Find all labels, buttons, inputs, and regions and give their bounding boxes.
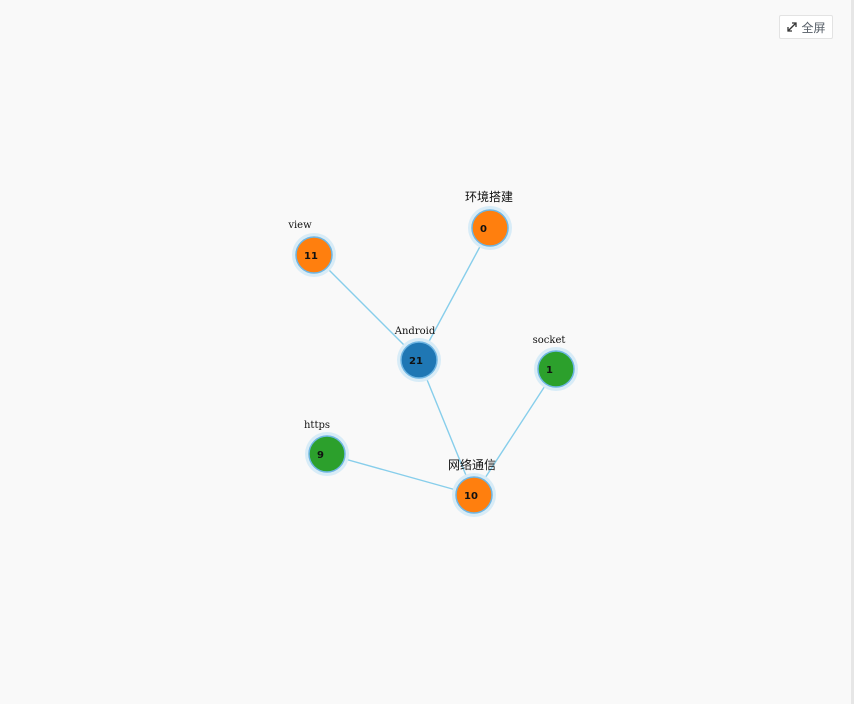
nodes-layer: 21 Android 0 环境搭建 11 view 10 网络通信 1 socket 9 https (287, 189, 578, 517)
fullscreen-button[interactable]: 全屏 (779, 15, 833, 39)
edge-android-view (313, 254, 420, 361)
node-env[interactable]: 0 环境搭建 (465, 189, 513, 250)
node-circle[interactable] (537, 350, 575, 388)
node-count: 21 (409, 356, 423, 367)
node-count: 1 (546, 365, 553, 376)
fullscreen-label: 全屏 (801, 20, 826, 35)
edges-layer (313, 227, 557, 496)
node-label: Android (394, 326, 436, 337)
node-circle[interactable] (471, 209, 509, 247)
node-circle[interactable] (308, 435, 346, 473)
scrollbar[interactable] (851, 0, 854, 704)
node-network[interactable]: 10 网络通信 (448, 457, 496, 517)
node-circle[interactable] (455, 476, 493, 514)
edge-android-network (418, 359, 475, 496)
node-circle[interactable] (295, 236, 333, 274)
edge-network-socket (473, 368, 557, 496)
node-label: view (287, 220, 312, 231)
node-label: socket (533, 335, 566, 346)
node-count: 9 (317, 450, 324, 461)
node-circle[interactable] (400, 341, 438, 379)
node-count: 10 (464, 491, 478, 502)
node-label: https (304, 420, 330, 431)
expand-arrows-icon (786, 21, 798, 33)
node-count: 11 (304, 251, 318, 262)
node-android[interactable]: 21 Android (394, 326, 441, 382)
edge-android-env (418, 227, 491, 361)
node-count: 0 (480, 224, 487, 235)
node-https[interactable]: 9 https (304, 420, 349, 476)
edge-network-https (326, 453, 475, 496)
node-socket[interactable]: 1 socket (533, 335, 578, 391)
node-label: 网络通信 (448, 457, 496, 472)
node-label: 环境搭建 (465, 189, 513, 204)
node-view[interactable]: 11 view (287, 220, 336, 277)
